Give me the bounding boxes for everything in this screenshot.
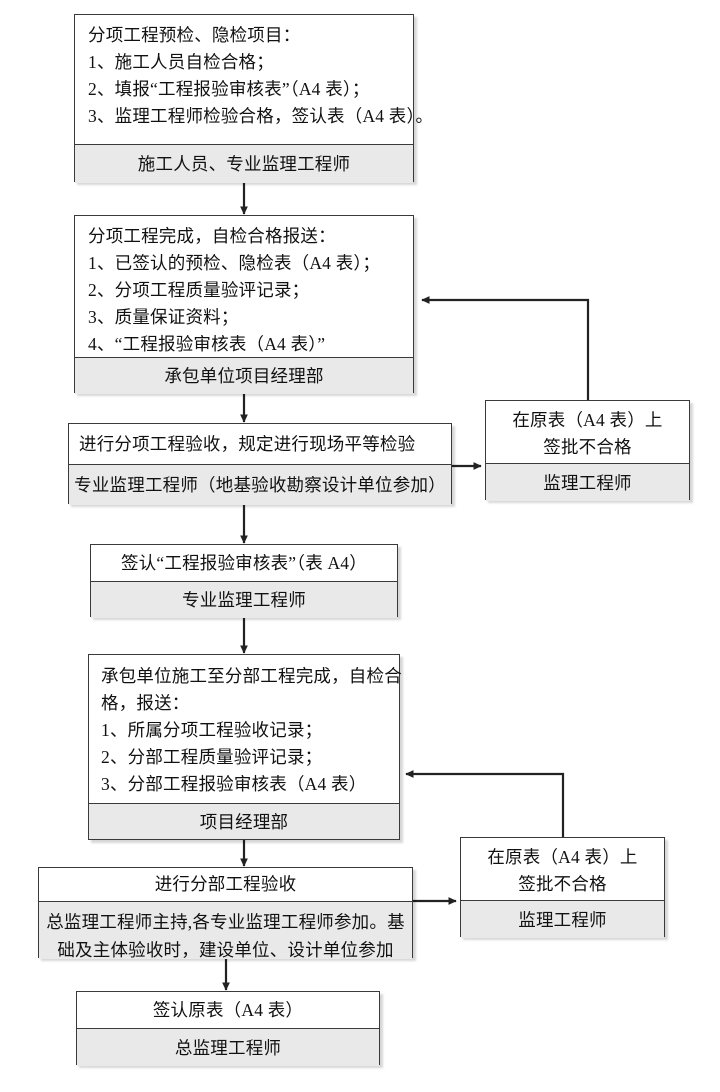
node-role: 项目经理部 <box>89 803 399 839</box>
node-line: 签批不合格 <box>518 874 607 894</box>
node-line: 1、施工人员自检合格； <box>88 52 274 72</box>
node-role-label: 专业监理工程师（地基验收勘察设计单位参加） <box>74 475 446 495</box>
node-subitem-acceptance[interactable]: 进行分项工程验收，规定进行现场平等检验 专业监理工程师（地基验收勘察设计单位参加… <box>68 423 452 505</box>
node-body: 分项工程完成，自检合格报送： 1、已签认的预检、隐检表（A4 表）； 2、分项工… <box>75 216 413 357</box>
node-role-label: 监理工程师 <box>518 909 607 930</box>
node-role-label: 承包单位项目经理部 <box>164 366 324 386</box>
node-role-label: 专业监理工程师 <box>182 590 306 610</box>
node-role: 专业监理工程师（地基验收勘察设计单位参加） <box>69 464 451 505</box>
node-line: 4、“工程报验审核表（A4 表）” <box>88 334 326 354</box>
edge-r2-to-n5 <box>405 770 565 837</box>
node-body: 在原表（A4 表）上 签批不合格 <box>486 401 689 463</box>
node-line: 分项工程完成，自检合格报送： <box>88 226 336 246</box>
node-sign-original-form[interactable]: 签认原表（A4 表） 总监理工程师 <box>76 991 380 1066</box>
node-body: 在原表（A4 表）上 签批不合格 <box>461 838 664 900</box>
node-subitem-complete-submit[interactable]: 分项工程完成，自检合格报送： 1、已签认的预检、隐检表（A4 表）； 2、分项工… <box>74 215 414 394</box>
node-subitem-pre-inspection[interactable]: 分项工程预检、隐检项目： 1、施工人员自检合格； 2、填报“工程报验审核表”（A… <box>74 14 434 183</box>
node-line: 签认“工程报验审核表”（表 A4） <box>121 552 367 573</box>
node-body: 承包单位施工至分部工程完成，自检合 格，报送： 1、所属分项工程验收记录； 2、… <box>89 655 402 803</box>
node-role-label: 施工人员、专业监理工程师 <box>137 154 351 174</box>
node-body: 进行分项工程验收，规定进行现场平等检验 <box>69 424 451 464</box>
node-line: 分项工程预检、隐检项目： <box>88 25 301 45</box>
node-role: 专业监理工程师 <box>91 581 397 618</box>
node-line: 在原表（A4 表）上 <box>512 410 663 430</box>
node-role-label: 础及主体验收时，建设单位、设计单位参加 <box>57 940 394 960</box>
node-line: 1、已签认的预检、隐检表（A4 表）； <box>88 253 381 273</box>
node-line: 2、填报“工程报验审核表”（A4 表）； <box>88 79 370 99</box>
node-body: 进行分部工程验收 <box>39 868 412 901</box>
node-role: 承包单位项目经理部 <box>75 357 413 394</box>
node-line: 格，报送： <box>101 693 190 713</box>
node-role: 监理工程师 <box>461 900 664 938</box>
node-role: 总监理工程师 <box>77 1028 379 1066</box>
node-line: 进行分项工程验收，规定进行现场平等检验 <box>79 433 416 454</box>
node-body: 分项工程预检、隐检项目： 1、施工人员自检合格； 2、填报“工程报验审核表”（A… <box>75 15 434 144</box>
node-role: 总监理工程师主持,各专业监理工程师参加。基 础及主体验收时，建设单位、设计单位参… <box>39 901 412 960</box>
node-sign-inspection-form[interactable]: 签认“工程报验审核表”（表 A4） 专业监理工程师 <box>90 544 398 618</box>
node-division-complete-submit[interactable]: 承包单位施工至分部工程完成，自检合 格，报送： 1、所属分项工程验收记录； 2、… <box>88 654 402 840</box>
node-role-label: 总监理工程师主持,各专业监理工程师参加。基 <box>46 912 405 932</box>
node-line: 签批不合格 <box>543 437 632 457</box>
node-line: 2、分部工程质量验评记录； <box>101 747 323 767</box>
node-line: 在原表（A4 表）上 <box>487 847 638 867</box>
node-reject-on-original-form-2[interactable]: 在原表（A4 表）上 签批不合格 监理工程师 <box>460 837 665 938</box>
node-division-acceptance[interactable]: 进行分部工程验收 总监理工程师主持,各专业监理工程师参加。基 础及主体验收时，建… <box>38 867 413 960</box>
edge-r1-to-n2 <box>421 296 590 400</box>
node-role: 监理工程师 <box>486 463 689 501</box>
node-line: 3、分部工程报验审核表（A4 表） <box>101 774 367 794</box>
node-line: 签认原表（A4 表） <box>152 999 304 1020</box>
node-body: 签认原表（A4 表） <box>77 992 379 1028</box>
node-role-label: 总监理工程师 <box>174 1037 282 1058</box>
node-role-label: 监理工程师 <box>543 472 632 493</box>
node-line: 承包单位施工至分部工程完成，自检合 <box>101 666 402 686</box>
node-line: 3、质量保证资料； <box>88 307 239 327</box>
node-line: 3、监理工程师检验合格，签认表（A4 表）。 <box>88 106 434 126</box>
node-line: 进行分部工程验收 <box>154 874 297 894</box>
node-reject-on-original-form-1[interactable]: 在原表（A4 表）上 签批不合格 监理工程师 <box>485 400 690 501</box>
node-body: 签认“工程报验审核表”（表 A4） <box>91 545 397 581</box>
node-role-label: 项目经理部 <box>199 811 289 832</box>
node-line: 2、分项工程质量验评记录； <box>88 280 310 300</box>
node-line: 1、所属分项工程验收记录； <box>101 720 323 740</box>
node-role: 施工人员、专业监理工程师 <box>75 144 413 183</box>
